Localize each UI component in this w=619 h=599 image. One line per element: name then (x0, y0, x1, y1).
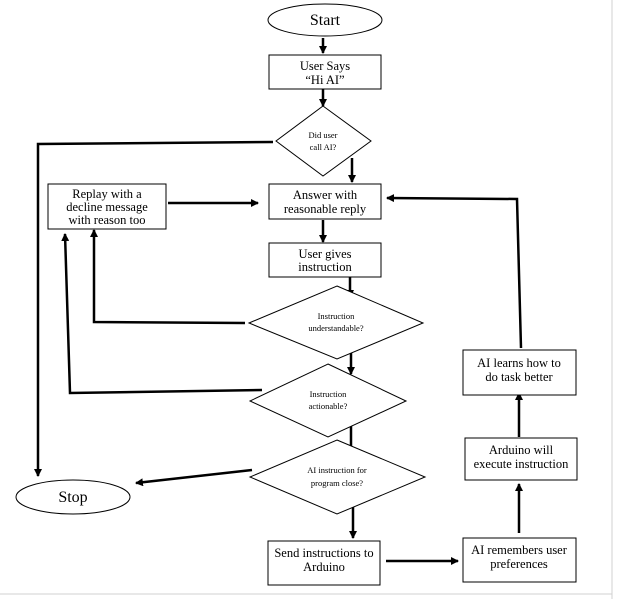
edges (34, 38, 523, 565)
remembers-box (462, 537, 577, 583)
replay-box (47, 183, 167, 230)
user-gives-label-line-2: instruction (298, 260, 352, 274)
remembers-label-line-2: preferences (490, 557, 548, 571)
program-close-decision: AI instruction for program close? (248, 439, 427, 515)
answer-box (268, 183, 382, 220)
send-label-line-1: Send instructions to (274, 546, 373, 560)
start-terminator-shape (267, 3, 383, 37)
program-close-label-line-1: AI instruction for (307, 465, 367, 475)
execute-box (464, 437, 578, 481)
replay-label-line-2: decline message (66, 200, 148, 214)
execute-label-line-2: execute instruction (474, 457, 570, 471)
edge-not-understandable-to-replay (90, 229, 246, 325)
user-says-box (268, 54, 382, 90)
remembers-node: AI remembers user preferences (462, 537, 577, 583)
execute-node: Arduino will execute instruction (464, 437, 578, 481)
execute-label-line-1: Arduino will (489, 443, 554, 457)
user-gives-label-line-1: User gives (298, 247, 351, 261)
start-node: Start (267, 3, 383, 37)
edge-program-close-to-stop (135, 468, 253, 487)
user-says-label-line-2: “Hi AI” (305, 73, 344, 87)
learns-label-line-1: AI learns how to (477, 356, 561, 370)
did-user-call-label-line-2: call AI? (310, 142, 337, 152)
stop-node: Stop (15, 479, 131, 515)
send-node: Send instructions to Arduino (267, 540, 381, 586)
learns-box (462, 349, 577, 396)
remembers-label-line-1: AI remembers user (471, 543, 568, 557)
start-label: Start (310, 12, 341, 29)
answer-node: Answer with reasonable reply (268, 183, 382, 220)
edge-learns-to-answer (386, 194, 523, 349)
program-close-label-line-2: program close? (311, 478, 363, 488)
replay-label-line-3: with reason too (68, 213, 145, 227)
edge-not-actionable-to-replay (61, 233, 263, 395)
did-user-call-decision: Did user call AI? (275, 105, 372, 177)
user-says-node: User Says “Hi AI” (268, 54, 382, 90)
learns-label-line-2: do task better (485, 370, 553, 384)
answer-label-line-1: Answer with (293, 188, 358, 202)
actionable-decision: Instruction actionable? (248, 363, 408, 438)
replay-label-line-1: Replay with a (72, 187, 142, 201)
edge-decision-no-to-stop (34, 140, 274, 477)
understandable-label-line-1: Instruction (318, 311, 356, 321)
user-gives-box (268, 242, 382, 278)
replay-node: Replay with a decline message with reaso… (47, 183, 167, 230)
understandable-label-line-2: understandable? (308, 323, 363, 333)
actionable-label-line-1: Instruction (310, 389, 348, 399)
send-box (267, 540, 381, 586)
stop-label: Stop (58, 489, 87, 506)
did-user-call-label-line-1: Did user (308, 130, 337, 140)
understandable-diamond (247, 285, 425, 360)
actionable-label-line-2: actionable? (309, 401, 348, 411)
did-user-call-diamond (275, 105, 372, 177)
answer-label-line-2: reasonable reply (284, 202, 367, 216)
learns-node: AI learns how to do task better (462, 349, 577, 396)
understandable-decision: Instruction understandable? (247, 285, 425, 360)
program-close-diamond (248, 439, 427, 515)
user-says-label-line-1: User Says (300, 59, 350, 73)
send-label-line-2: Arduino (303, 560, 345, 574)
actionable-diamond (248, 363, 408, 438)
stop-terminator-shape (15, 479, 131, 515)
user-gives-node: User gives instruction (268, 242, 382, 278)
